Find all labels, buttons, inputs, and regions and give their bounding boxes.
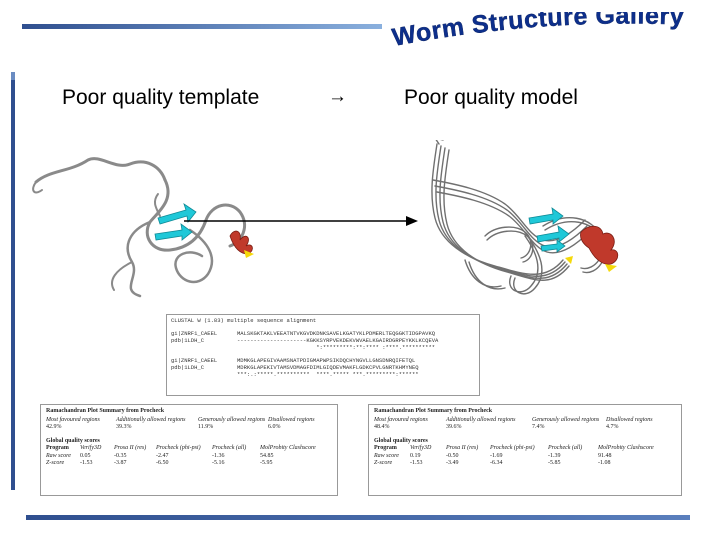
score-header: Prosa II (res) (446, 445, 479, 451)
score-header: Verify3D (410, 445, 432, 451)
model-quality-summary: Ramachandran Plot Summary from Procheck … (368, 404, 682, 496)
right-arrow-icon: → (328, 86, 347, 107)
raw-label: Raw score (46, 452, 71, 459)
z-value: -6.34 (490, 460, 503, 466)
rama-col: Disallowed regions (268, 416, 315, 423)
left-accent-rule (11, 72, 15, 490)
score-header: MolProbity Clashscore (598, 445, 654, 451)
raw-label: Raw score (374, 452, 399, 459)
score-header: Prosa II (res) (114, 445, 147, 451)
raw-value: -2.47 (156, 452, 169, 459)
rama-val: 39.6% (446, 424, 462, 430)
rama-col: Generously allowed regions (532, 416, 600, 423)
raw-value: 54.85 (260, 452, 274, 459)
structure-arrow-icon (184, 216, 418, 226)
alignment-header: CLUSTAL W (1.83) multiple sequence align… (171, 317, 317, 324)
global-title: Global quality scores (374, 437, 428, 444)
model-beta-strands (528, 207, 570, 253)
rama-val: 48.4% (374, 424, 390, 430)
z-value: -5.95 (260, 460, 273, 466)
rama-col: Generously allowed regions (198, 416, 266, 423)
score-header: MolProbity Clashscore (260, 445, 316, 451)
score-header: Procheck (phi-psi) (156, 445, 201, 451)
z-value: -3.49 (446, 460, 459, 466)
rama-val: 6.0% (268, 424, 281, 430)
rama-col: Additionally allowed regions (116, 416, 186, 423)
gallery-banner-logo: Worm Structure Gallery (390, 12, 685, 52)
rama-val: 4.7% (606, 424, 619, 430)
score-header: Procheck (phi-psi) (490, 445, 535, 451)
raw-value: -0.50 (446, 452, 459, 459)
z-value: -3.87 (114, 460, 127, 466)
score-header: Program (374, 445, 397, 451)
top-accent-bar (22, 24, 382, 29)
svg-text:Worm Structure Gallery: Worm Structure Gallery (390, 12, 685, 52)
alignment-consensus: *:*********:**:**** :****.********** (171, 344, 436, 351)
rama-title: Ramachandran Plot Summary from Procheck (374, 408, 493, 414)
rama-col: Additionally allowed regions (446, 416, 516, 423)
bottom-accent-bar (26, 515, 690, 520)
rama-col: Disallowed regions (606, 416, 653, 423)
model-heading: Poor quality model (404, 86, 578, 109)
raw-value: -0.35 (114, 452, 127, 459)
rama-col: Most favoured regions (46, 416, 100, 423)
template-beta-strands (154, 203, 197, 241)
left-accent-rule-highlight (11, 72, 15, 80)
raw-value: 0.05 (80, 452, 91, 459)
template-quality-summary: Ramachandran Plot Summary from Procheck … (40, 404, 338, 496)
z-label: Z-score (46, 460, 65, 466)
rama-title: Ramachandran Plot Summary from Procheck (46, 408, 165, 414)
z-value: -1.53 (80, 460, 93, 466)
raw-value: -1.39 (548, 452, 561, 459)
alignment-row: gi|ZNRF1_CAEEL MALSKGKTAKLVEEATNTVKGVDKD… (171, 330, 436, 337)
banner-title: Worm Structure Gallery (390, 12, 684, 52)
alignment-row: pdb|1LDH_C ---------------------KGKKSYRP… (171, 337, 439, 344)
raw-value: 91.48 (598, 452, 612, 459)
rama-val: 11.9% (198, 424, 214, 430)
model-structure-image (431, 140, 619, 295)
sequence-alignment-panel: CLUSTAL W (1.83) multiple sequence align… (166, 314, 480, 396)
alignment-row: gi|ZNRF1_CAEEL MDMKGLAPEGIVAAMSNATPDIGMA… (171, 357, 416, 364)
score-header: Program (46, 445, 69, 451)
model-helix (565, 225, 619, 272)
rama-val: 42.9% (46, 424, 62, 430)
score-header: Procheck (all) (212, 445, 247, 451)
score-header: Verify3D (80, 445, 102, 451)
rama-val: 39.3% (116, 424, 132, 430)
alignment-row: pdb|1LDH_C MDRKGLAPEKIVTAMSVDMAGFDIMLGIQ… (171, 364, 419, 371)
global-title: Global quality scores (46, 437, 100, 444)
raw-value: -1.36 (212, 452, 225, 459)
rama-col: Most favoured regions (374, 416, 428, 423)
template-heading: Poor quality template (62, 86, 260, 109)
z-value: -6.50 (156, 460, 169, 466)
alignment-consensus: ***:.:*****.********** ****.***** ***.**… (171, 371, 419, 378)
template-structure-image (32, 157, 254, 298)
z-value: -1.08 (598, 460, 611, 466)
z-value: -5.16 (212, 460, 225, 466)
template-helix (229, 230, 254, 258)
score-header: Procheck (all) (548, 445, 583, 451)
z-label: Z-score (374, 460, 393, 466)
z-value: -5.85 (548, 460, 561, 466)
raw-value: -1.69 (490, 452, 503, 459)
z-value: -1.53 (410, 460, 423, 466)
raw-value: 0.19 (410, 452, 421, 459)
rama-val: 7.4% (532, 424, 545, 430)
